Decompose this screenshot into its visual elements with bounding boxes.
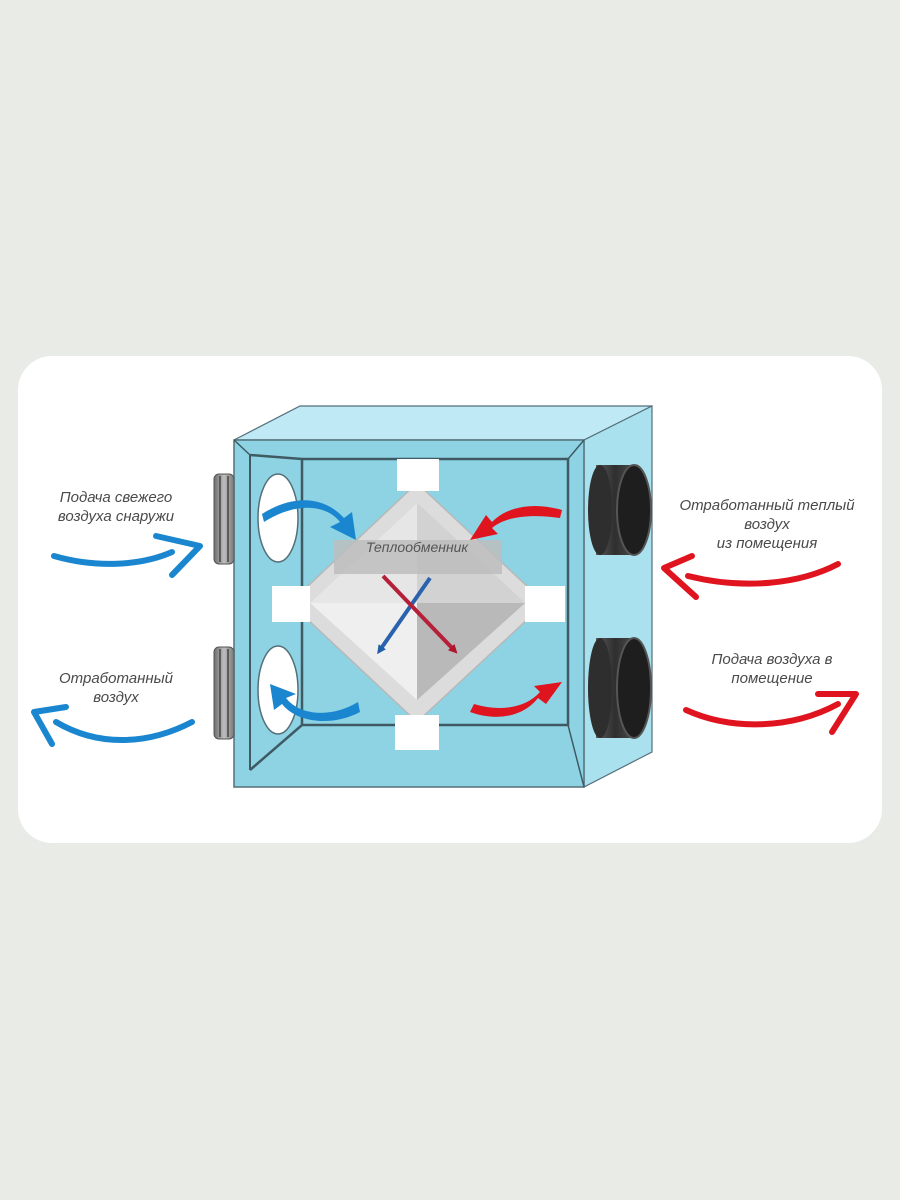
red-curved-arrow-icon bbox=[470, 506, 562, 540]
heat-exchanger-label: Теплообменник bbox=[365, 539, 469, 555]
exhaust-air-label: Отработанный воздух bbox=[58, 670, 174, 706]
red-arrowhead-icon bbox=[815, 691, 859, 735]
exchanger-shade-right bbox=[417, 603, 525, 700]
port-fresh-air-opening bbox=[257, 473, 299, 563]
exchanger-corner-left bbox=[272, 586, 310, 622]
external-flow-arrows bbox=[31, 533, 859, 747]
housing-inner-frame bbox=[249, 453, 570, 771]
exchanger-corner-top bbox=[397, 459, 439, 491]
housing-inner-edge bbox=[567, 439, 585, 460]
housing-top-face bbox=[233, 405, 653, 441]
housing-inner-edge bbox=[567, 724, 585, 788]
red-curved-arrow-icon bbox=[685, 561, 841, 587]
exchanger-label-band bbox=[334, 540, 502, 574]
blue-curved-arrow-icon bbox=[53, 719, 195, 744]
red-curved-arrow-icon bbox=[470, 682, 562, 717]
exchanger-warm-flow-arrow bbox=[381, 574, 458, 654]
blue-arrowhead-icon bbox=[31, 704, 69, 747]
heat-exchanger bbox=[272, 459, 565, 750]
exchanger-corner-right bbox=[525, 586, 565, 622]
exchanger-cold-flow-arrow bbox=[377, 576, 432, 655]
left-ports bbox=[213, 473, 299, 740]
blue-curved-arrow-icon bbox=[270, 684, 360, 722]
duct-warm-exhaust-mouth bbox=[616, 464, 652, 556]
red-arrowhead-icon bbox=[661, 553, 699, 600]
exchanger-corner-bottom bbox=[395, 715, 439, 750]
duct-warm-exhaust-back bbox=[588, 465, 612, 555]
flange-exhaust bbox=[213, 646, 235, 740]
blue-arrowhead-icon bbox=[153, 533, 203, 578]
blue-curved-arrow-icon bbox=[262, 500, 356, 540]
blue-curved-arrow-icon bbox=[51, 549, 175, 567]
duct-supply-mouth bbox=[616, 637, 652, 739]
housing-inner-edge bbox=[233, 439, 251, 456]
exchanger-shade-bottom bbox=[310, 603, 417, 700]
duct-supply-back bbox=[588, 638, 612, 738]
supply-air-label: Подача воздуха в помещение bbox=[711, 651, 833, 687]
red-curved-arrow-icon bbox=[683, 701, 841, 728]
fresh-air-intake-label: Подача свежего воздуха снаружи bbox=[57, 489, 175, 525]
warm-exhaust-label: Отработанный теплый воздух из помещения bbox=[679, 497, 855, 552]
flange-fresh-air bbox=[213, 473, 235, 565]
internal-flow-arrows bbox=[262, 500, 562, 722]
right-ducts bbox=[588, 464, 652, 739]
